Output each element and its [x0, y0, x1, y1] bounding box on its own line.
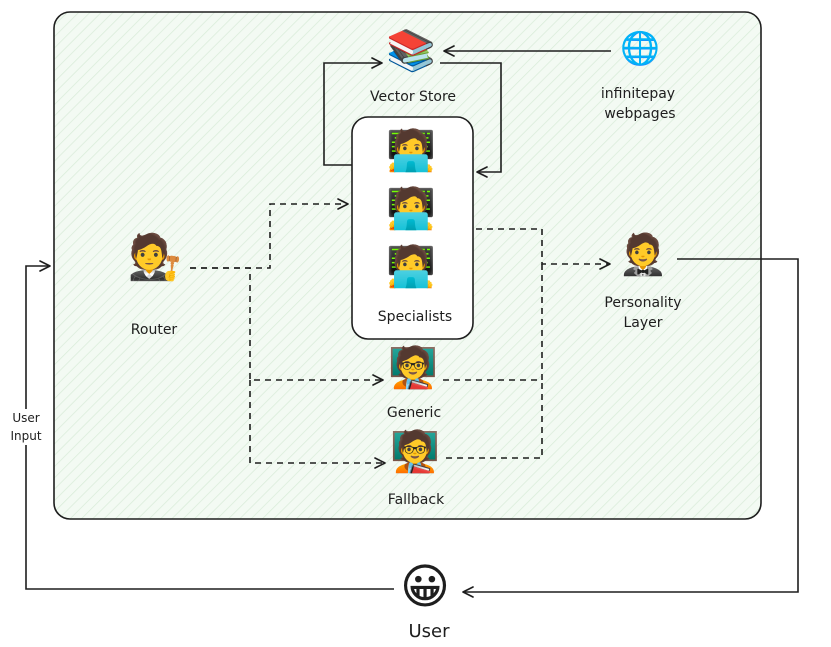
- edge-fallback-to-personality: [446, 380, 543, 459]
- teacher-icon: 🧑‍🏫: [390, 429, 440, 475]
- user-input-label-line2: Input: [10, 429, 42, 443]
- edge-personality-to-user: [462, 258, 799, 598]
- technologist-icon: 🧑‍💻: [386, 186, 436, 232]
- generic-label: Generic: [386, 405, 442, 421]
- personality-label-line1: Personality: [604, 295, 682, 311]
- user-input-label-bg: [6, 409, 46, 445]
- technologist-icon: 🧑‍💻: [386, 128, 436, 174]
- web-label-line1: infinitepay: [600, 86, 676, 102]
- person-bowtie-icon: 🤵: [618, 232, 668, 278]
- specialists-label: Specialists: [377, 309, 453, 325]
- edge-router-to-generic: [190, 267, 384, 386]
- smiley-icon: 😀: [399, 559, 451, 615]
- edge-generic-to-personality: [443, 264, 543, 381]
- edge-specialists-to-personality: [476, 228, 611, 270]
- judge-icon: 🧑‍⚖️: [127, 232, 183, 283]
- edge-vector-store-to-specialists: [440, 62, 502, 178]
- router-label: Router: [130, 322, 178, 338]
- fallback-label: Fallback: [387, 492, 445, 508]
- specialists-group-box: [351, 116, 474, 340]
- user-input-label-line1: User: [12, 411, 40, 425]
- technologist-icon: 🧑‍💻: [386, 244, 436, 290]
- edge-router-to-specialists: [190, 198, 349, 269]
- user-label: User: [408, 621, 450, 642]
- web-label-line2: webpages: [604, 106, 676, 122]
- teacher-icon: 🧑‍🏫: [388, 345, 438, 391]
- personality-label-line2: Layer: [623, 315, 663, 331]
- globe-icon: 🌐: [620, 29, 660, 67]
- vector-store-label: Vector Store: [369, 89, 457, 105]
- books-icon: 📚: [386, 28, 436, 74]
- edge-specialists-to-vector-store: [323, 57, 383, 166]
- edge-router-to-fallback: [249, 380, 386, 469]
